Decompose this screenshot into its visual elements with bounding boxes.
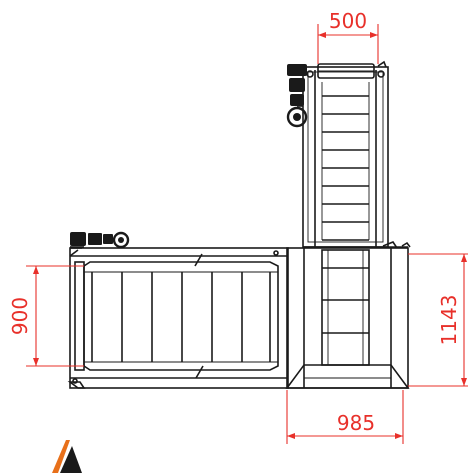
orange-partial-logo-icon xyxy=(52,440,82,473)
lower-vertical-slats xyxy=(322,267,369,334)
dimension-right-height: 1143 xyxy=(408,253,468,387)
horizontal-slats xyxy=(91,272,271,362)
dimension-top-width: 500 xyxy=(317,9,379,64)
dimension-bottom-width: 985 xyxy=(286,390,404,444)
gear-motor-icon xyxy=(286,64,308,128)
gear-motor-icon xyxy=(70,231,130,249)
dimension-label-left: 900 xyxy=(8,297,32,335)
vertical-slats xyxy=(322,95,369,241)
lower-hopper-section xyxy=(285,241,411,389)
vertical-conveyor xyxy=(302,60,389,248)
dimension-label-right: 1143 xyxy=(437,295,461,346)
dimension-label-top: 500 xyxy=(329,9,367,33)
horizontal-conveyor xyxy=(67,247,289,389)
dimension-left-height: 900 xyxy=(8,265,84,367)
dimension-label-bottom: 985 xyxy=(337,411,375,435)
